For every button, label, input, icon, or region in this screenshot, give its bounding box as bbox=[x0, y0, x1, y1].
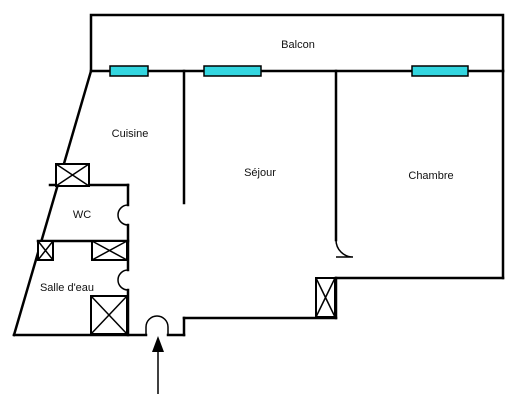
room-label-cuisine: Cuisine bbox=[112, 128, 149, 140]
window-icon bbox=[411, 65, 469, 77]
room-label-chambre: Chambre bbox=[408, 170, 453, 182]
room-labels: Balcon Cuisine Séjour Chambre WC Salle d… bbox=[40, 39, 454, 294]
ventilation-shaft-icon bbox=[315, 277, 336, 318]
room-label-balcon: Balcon bbox=[281, 39, 315, 51]
door-swing-icon bbox=[117, 204, 129, 226]
doors bbox=[117, 204, 354, 335]
window-icon bbox=[203, 65, 262, 77]
west-diagonal-wall bbox=[12, 69, 93, 337]
door-swing-icon bbox=[335, 239, 354, 258]
entrance-arrow-icon bbox=[152, 336, 164, 394]
windows bbox=[109, 65, 469, 77]
ventilation-shaft-icon bbox=[91, 240, 128, 261]
balcony bbox=[89, 13, 505, 73]
door-swing-icon bbox=[145, 315, 169, 335]
ventilation-shaft-icon bbox=[90, 295, 128, 335]
door-swing-icon bbox=[117, 269, 129, 291]
shafts bbox=[37, 163, 336, 335]
ventilation-shaft-icon bbox=[55, 163, 90, 187]
interior-walls bbox=[36, 69, 338, 337]
room-label-sejour: Séjour bbox=[244, 167, 276, 179]
room-label-wc: WC bbox=[73, 209, 91, 221]
balcony-railing bbox=[89, 13, 505, 73]
exterior-walls bbox=[12, 69, 505, 337]
ventilation-shaft-icon bbox=[37, 240, 54, 261]
window-icon bbox=[109, 65, 149, 77]
room-label-salle-eau: Salle d'eau bbox=[40, 282, 94, 294]
